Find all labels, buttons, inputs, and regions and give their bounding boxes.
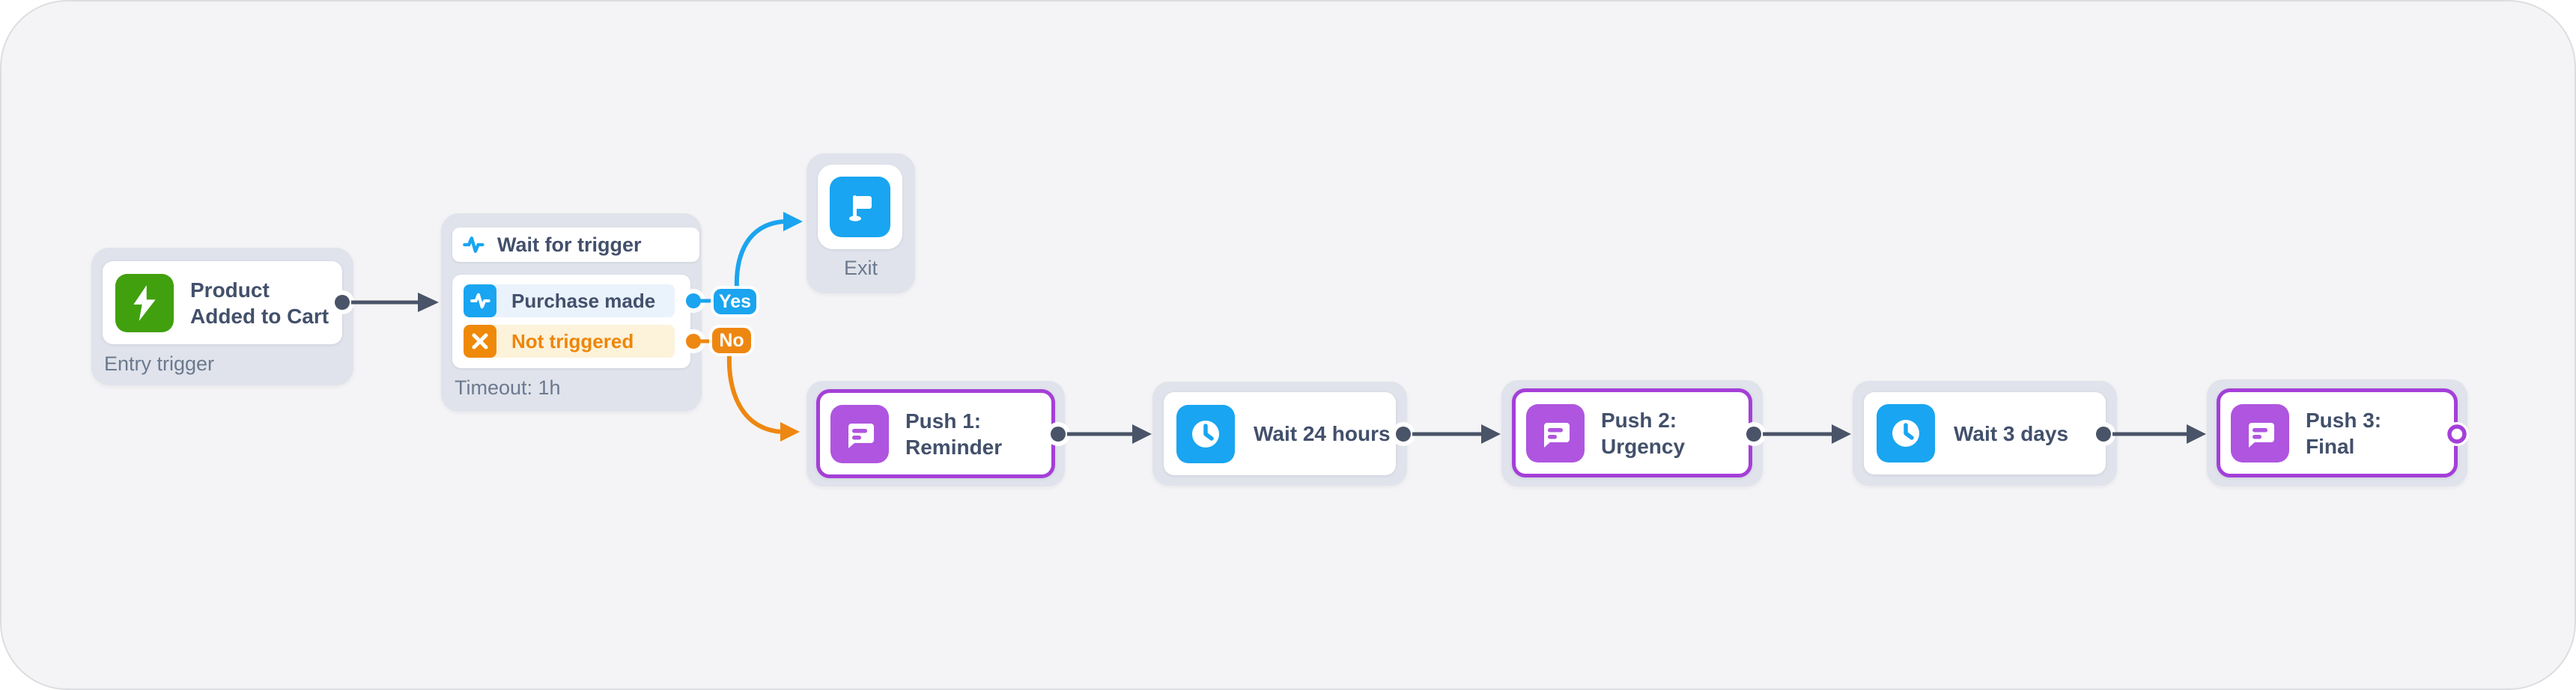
push-2-title: Push 2: Urgency xyxy=(1601,408,1686,458)
entry-trigger-card[interactable]: Product Added to Cart xyxy=(103,261,342,344)
branch-purchase-made[interactable]: Purchase made xyxy=(464,284,675,317)
wait-for-trigger-timeout: Timeout: 1h xyxy=(455,376,561,399)
push-3-title: Push 3: Final xyxy=(2306,408,2382,458)
wait-3-days-title: Wait 3 days xyxy=(1954,421,2069,445)
flag-icon xyxy=(830,177,890,237)
arrowhead xyxy=(418,293,439,312)
push-1-card[interactable]: Push 1: Reminder xyxy=(816,389,1055,478)
node-entry-trigger[interactable]: Product Added to Cart Entry trigger xyxy=(91,248,353,385)
entry-trigger-title: Product Added to Cart xyxy=(190,278,329,328)
arrowhead xyxy=(2187,424,2206,444)
node-push-3[interactable]: Push 3: Final xyxy=(2207,379,2467,486)
arrowhead xyxy=(780,422,800,442)
lightning-icon xyxy=(115,273,174,332)
wait-for-trigger-header[interactable]: Wait for trigger xyxy=(452,228,699,262)
wait-24-hours-title: Wait 24 hours xyxy=(1254,422,1391,445)
branch-not-triggered-label: Not triggered xyxy=(511,329,634,352)
wait-for-trigger-title: Wait for trigger xyxy=(497,233,642,256)
clock-icon xyxy=(1176,404,1235,463)
push-3-card[interactable]: Push 3: Final xyxy=(2217,388,2458,477)
node-push-1[interactable]: Push 1: Reminder xyxy=(806,381,1065,486)
pulse-icon xyxy=(461,233,485,257)
branch-not-triggered[interactable]: Not triggered xyxy=(464,325,675,358)
clock-icon xyxy=(1877,404,1935,462)
wait-for-trigger-branches: Purchase made Not triggered xyxy=(452,275,690,368)
yes-badge[interactable]: Yes xyxy=(714,289,756,314)
node-wait-3-days[interactable]: Wait 3 days xyxy=(1853,381,2117,486)
message-icon xyxy=(1526,403,1585,462)
exit-caption: Exit xyxy=(843,257,878,279)
no-badge[interactable]: No xyxy=(712,328,751,353)
message-icon xyxy=(2231,403,2289,462)
wait-24-hours-card[interactable]: Wait 24 hours xyxy=(1164,392,1396,475)
node-wait-24-hours[interactable]: Wait 24 hours xyxy=(1152,382,1407,486)
edge-wait-24-to-push-2[interactable] xyxy=(1391,422,1501,446)
node-push-2[interactable]: Push 2: Urgency xyxy=(1501,380,1763,486)
arrowhead xyxy=(783,212,803,231)
push-2-card[interactable]: Push 2: Urgency xyxy=(1512,388,1752,477)
message-icon xyxy=(830,404,889,463)
exit-card[interactable] xyxy=(818,165,902,249)
pulse-icon xyxy=(464,284,496,317)
wait-3-days-card[interactable]: Wait 3 days xyxy=(1864,392,2106,474)
arrowhead xyxy=(1832,424,1851,444)
branch-purchase-made-label: Purchase made xyxy=(511,289,656,312)
x-icon xyxy=(464,325,496,358)
push-1-title: Push 1: Reminder xyxy=(905,409,1003,459)
node-exit[interactable]: Exit xyxy=(806,153,915,293)
node-wait-for-trigger[interactable]: Wait for trigger Purchase made Not trigg… xyxy=(441,213,702,412)
arrowhead xyxy=(1132,424,1152,444)
arrowhead xyxy=(1481,424,1501,444)
entry-trigger-caption: Entry trigger xyxy=(104,352,215,375)
